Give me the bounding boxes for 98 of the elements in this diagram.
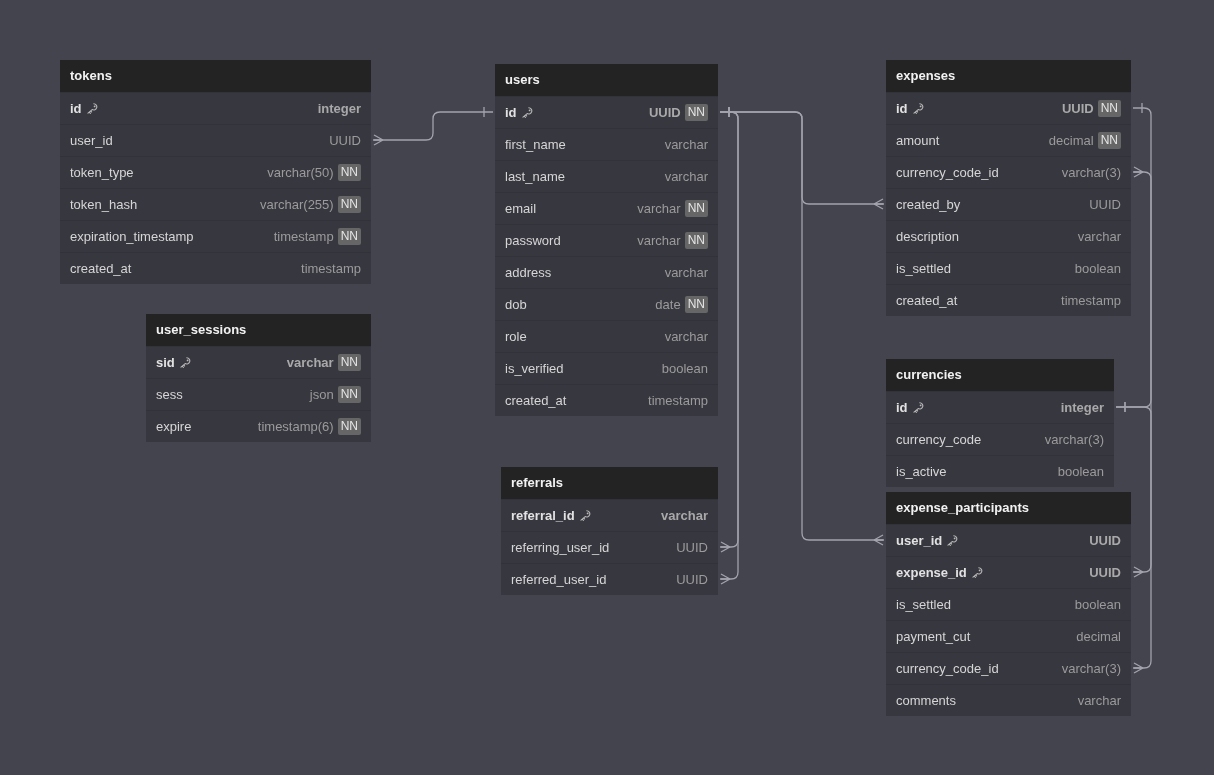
column-type: timestamp (648, 393, 708, 408)
column-type: UUID (676, 572, 708, 587)
column-name: currency_code (896, 432, 982, 447)
column-name: token_hash (70, 197, 138, 212)
column-type: UUID (329, 133, 361, 148)
column-name: amount (896, 133, 940, 148)
column-name: description (896, 229, 959, 244)
column-name: id (505, 105, 517, 120)
column-type: varchar(255) (259, 197, 334, 212)
not-null-tag: NN (1097, 100, 1121, 117)
column-name: is_settled (896, 597, 951, 612)
not-null-tag: NN (684, 232, 708, 249)
table-title: expense_participants (886, 492, 1131, 524)
column-name: email (505, 201, 537, 216)
column-type: json (309, 387, 334, 402)
column-type: varchar(50) (267, 165, 334, 180)
column-name: currency_code_id (896, 165, 999, 180)
not-null-tag: NN (684, 200, 708, 217)
column-name: sid (156, 355, 175, 370)
column-name: sess (156, 387, 183, 402)
column-name: expiration_timestamp (70, 229, 194, 244)
column-name: created_by (896, 197, 961, 212)
column-name: is_active (896, 464, 947, 479)
column-type: timestamp (301, 261, 361, 276)
column-type: timestamp (1061, 293, 1121, 308)
column-type: decimal (1076, 629, 1121, 644)
column-name: address (505, 265, 552, 280)
column-type: varchar (637, 201, 681, 216)
column-type: varchar(3) (1061, 165, 1121, 180)
column-type: boolean (1057, 464, 1104, 479)
column-name: referred_user_id (511, 572, 607, 587)
table-title: user_sessions (146, 314, 371, 346)
column-name: user_id (70, 133, 113, 148)
column-type: decimal (1048, 133, 1094, 148)
column-name: is_verified (505, 361, 564, 376)
column-type: varchar (1077, 693, 1121, 708)
table-title: currencies (886, 359, 1114, 391)
table-title: tokens (60, 60, 371, 92)
column-type: date (655, 297, 681, 312)
table-title: referrals (501, 467, 718, 499)
column-name: is_settled (896, 261, 951, 276)
column-type: varchar (664, 137, 708, 152)
relationship-line (1115, 401, 1152, 674)
column-type: boolean (661, 361, 708, 376)
column-name: created_at (70, 261, 132, 276)
not-null-tag: NN (684, 104, 708, 121)
column-name: password (505, 233, 561, 248)
relationship-line (372, 106, 494, 146)
table-title: users (495, 64, 718, 96)
table-title: expenses (886, 60, 1131, 92)
not-null-tag: NN (337, 196, 361, 213)
column-name: referral_id (511, 508, 575, 523)
column-type: integer (317, 101, 361, 116)
column-type: varchar (1077, 229, 1121, 244)
column-name: user_id (896, 533, 943, 548)
column-type: UUID (1089, 565, 1121, 580)
column-name: token_type (70, 165, 134, 180)
not-null-tag: NN (337, 228, 361, 245)
column-type: UUID (1061, 101, 1094, 116)
column-name: last_name (505, 169, 565, 184)
column-type: UUID (648, 105, 681, 120)
column-type: boolean (1074, 261, 1121, 276)
relationship-line (1132, 102, 1152, 578)
column-type: varchar (664, 169, 708, 184)
column-type: integer (1060, 400, 1104, 415)
not-null-tag: NN (337, 418, 361, 435)
not-null-tag: NN (337, 164, 361, 181)
column-name: comments (896, 693, 956, 708)
column-type: varchar(3) (1061, 661, 1121, 676)
column-name: dob (505, 297, 527, 312)
column-name: first_name (505, 137, 566, 152)
column-type: varchar (637, 233, 681, 248)
column-name: referring_user_id (511, 540, 610, 555)
column-type: varchar (286, 355, 334, 370)
column-name: role (505, 329, 527, 344)
column-type: UUID (676, 540, 708, 555)
column-name: id (70, 101, 82, 116)
column-name: created_at (505, 393, 567, 408)
column-name: expense_id (896, 565, 967, 580)
column-name: id (896, 101, 908, 116)
column-name: expire (156, 419, 192, 434)
not-null-tag: NN (337, 386, 361, 403)
column-type: timestamp (273, 229, 334, 244)
not-null-tag: NN (337, 354, 361, 371)
column-type: varchar(3) (1044, 432, 1104, 447)
not-null-tag: NN (684, 296, 708, 313)
column-name: created_at (896, 293, 958, 308)
column-type: UUID (1089, 197, 1121, 212)
column-type: boolean (1074, 597, 1121, 612)
column-type: varchar (664, 265, 708, 280)
not-null-tag: NN (1097, 132, 1121, 149)
column-name: currency_code_id (896, 661, 999, 676)
column-type: varchar (661, 508, 708, 523)
column-type: varchar (664, 329, 708, 344)
column-type: timestamp(6) (257, 419, 334, 434)
column-type: UUID (1089, 533, 1121, 548)
column-name: payment_cut (896, 629, 971, 644)
column-name: id (896, 400, 908, 415)
